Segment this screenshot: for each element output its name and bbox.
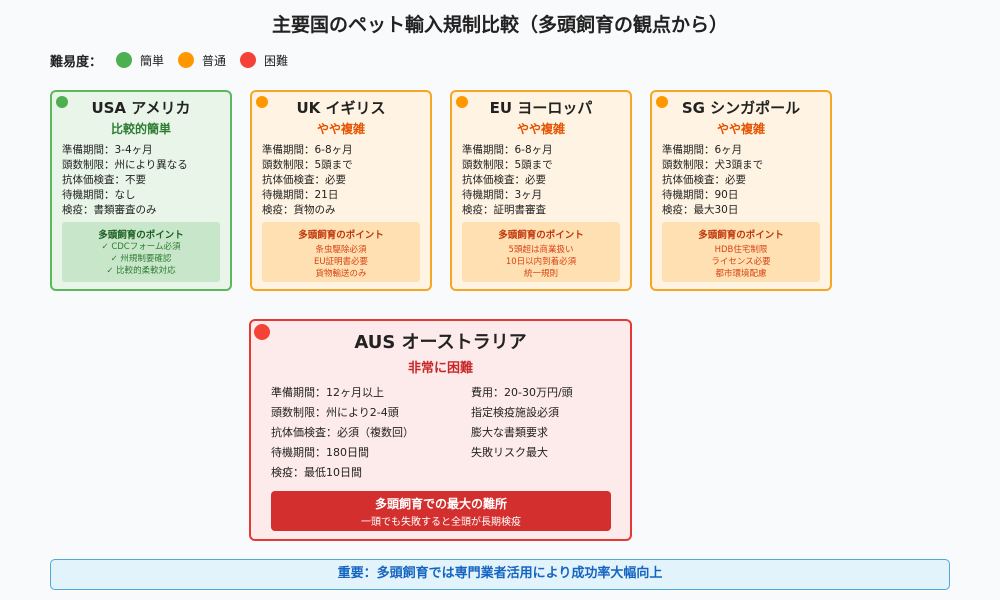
legend-item-label: 困難 — [264, 53, 289, 68]
card-row: 検疫：最低10日間 — [271, 466, 362, 479]
legend: 難易度： 簡単 普通 困難 — [50, 50, 302, 70]
card-row: 頭数制限：5頭まで — [462, 159, 553, 171]
legend-dot-green-icon — [116, 52, 133, 68]
point-item: ✓ 州規制要確認 — [110, 254, 172, 264]
card-row: 検疫：書類審査のみ — [62, 204, 157, 216]
point-item: 10日以内到着必須 — [505, 257, 577, 267]
card-difficulty: やや複雑 — [516, 122, 565, 136]
card-title: USA アメリカ — [91, 99, 191, 117]
legend-item-hard: 困難 — [240, 52, 288, 69]
card-row: 膨大な書類要求 — [471, 426, 548, 439]
card-row: 待機期間：3ヶ月 — [462, 189, 543, 201]
difficulty-dot-icon — [656, 96, 668, 108]
points-title: 多頭飼育のポイント — [698, 230, 784, 241]
point-item: 条虫駆除必須 — [315, 245, 367, 255]
card-difficulty: やや複雑 — [316, 122, 365, 136]
point-item: ✓ 比較的柔軟対応 — [106, 266, 176, 276]
card-row: 頭数制限：州により異なる — [62, 159, 188, 171]
points-title: 多頭飼育のポイント — [98, 230, 184, 241]
warning-text: 一頭でも失敗すると全頭が長期検疫 — [361, 517, 521, 528]
legend-item-easy: 簡単 — [116, 52, 164, 69]
card-eu: EU ヨーロッパ やや複雑 準備期間：6-8ヶ月 頭数制限：5頭まで 抗体価検査… — [450, 90, 632, 291]
point-item: 5頭超は商業扱い — [508, 245, 574, 255]
legend-item-label: 普通 — [202, 53, 227, 68]
card-row: 抗体価検査：必要 — [662, 174, 746, 186]
warning-box: 多頭飼育での最大の難所 一頭でも失敗すると全頭が長期検疫 — [271, 491, 611, 531]
point-item: 都市環境配慮 — [715, 269, 767, 279]
point-item: HDB住宅制限 — [714, 245, 768, 255]
points-box: 多頭飼育のポイント HDB住宅制限 ライセンス必要 都市環境配慮 — [662, 222, 820, 282]
card-title: AUS オーストラリア — [354, 332, 527, 353]
card-row: 検疫：証明書審査 — [462, 204, 546, 216]
difficulty-dot-icon — [56, 96, 68, 108]
points-title: 多頭飼育のポイント — [498, 230, 584, 241]
point-item: ✓ CDCフォーム必須 — [101, 242, 181, 252]
card-difficulty: 比較的簡単 — [110, 122, 171, 136]
card-row: 抗体価検査：不要 — [62, 174, 146, 186]
warning-title: 多頭飼育での最大の難所 — [374, 497, 507, 511]
chart-title: 主要国のペット輸入規制比較（多頭飼育の観点から） — [271, 14, 728, 36]
card-row: 検疫：最大30日 — [662, 204, 739, 216]
legend-label: 難易度： — [50, 54, 103, 70]
card-row: 準備期間：6ヶ月 — [662, 144, 743, 156]
card-row: 待機期間：なし — [62, 189, 136, 201]
card-row: 準備期間：6-8ヶ月 — [462, 144, 553, 156]
card-usa: USA アメリカ 比較的簡単 準備期間：3-4ヶ月 頭数制限：州により異なる 抗… — [50, 90, 232, 291]
points-box: 多頭飼育のポイント 条虫駆除必須 EU証明書必要 貨物輸送のみ — [262, 222, 420, 282]
card-row: 頭数制限：5頭まで — [262, 159, 353, 171]
card-row: 指定検疫施設必須 — [471, 406, 559, 419]
difficulty-dot-icon — [256, 96, 268, 108]
point-item: ライセンス必要 — [711, 257, 771, 267]
point-item: 統一規則 — [523, 269, 558, 279]
card-row: 抗体価検査：必須（複数回） — [271, 426, 414, 439]
important-banner: 重要：多頭飼育では専門業者活用により成功率大幅向上 — [50, 559, 950, 590]
legend-dot-orange-icon — [178, 52, 195, 68]
card-title: EU ヨーロッパ — [489, 99, 593, 117]
points-box: 多頭飼育のポイント 5頭超は商業扱い 10日以内到着必須 統一規則 — [462, 222, 620, 282]
card-row: 頭数制限：州により2-4頭 — [271, 406, 399, 419]
card-row: 抗体価検査：必要 — [462, 174, 546, 186]
difficulty-dot-icon — [254, 324, 270, 340]
card-title: UK イギリス — [296, 99, 386, 117]
legend-item-label: 簡単 — [140, 53, 165, 68]
point-item: 貨物輸送のみ — [315, 269, 367, 279]
legend-dot-red-icon — [240, 52, 257, 68]
card-row: 失敗リスク最大 — [471, 446, 548, 459]
card-row: 待機期間：21日 — [262, 189, 339, 201]
difficulty-dot-icon — [456, 96, 468, 108]
card-difficulty: やや複雑 — [716, 122, 765, 136]
points-title: 多頭飼育のポイント — [298, 230, 384, 241]
legend-item-normal: 普通 — [178, 52, 226, 69]
card-row: 頭数制限：犬3頭まで — [662, 159, 764, 171]
card-sg: SG シンガポール やや複雑 準備期間：6ヶ月 頭数制限：犬3頭まで 抗体価検査… — [650, 90, 832, 291]
card-row: 検疫：貨物のみ — [262, 204, 336, 216]
card-row: 待機期間：180日間 — [271, 446, 369, 459]
card-row: 準備期間：12ヶ月以上 — [271, 386, 384, 399]
points-box: 多頭飼育のポイント ✓ CDCフォーム必須 ✓ 州規制要確認 ✓ 比較的柔軟対応 — [62, 222, 220, 282]
card-row: 費用：20-30万円/頭 — [471, 386, 573, 399]
card-row: 抗体価検査：必要 — [262, 174, 346, 186]
card-row: 準備期間：3-4ヶ月 — [62, 144, 153, 156]
card-aus: AUS オーストラリア 非常に困難 準備期間：12ヶ月以上 頭数制限：州により2… — [249, 319, 632, 541]
card-row: 準備期間：6-8ヶ月 — [262, 144, 353, 156]
card-row: 待機期間：90日 — [662, 189, 739, 201]
card-uk: UK イギリス やや複雑 準備期間：6-8ヶ月 頭数制限：5頭まで 抗体価検査：… — [250, 90, 432, 291]
card-difficulty: 非常に困難 — [407, 361, 473, 376]
point-item: EU証明書必要 — [313, 257, 369, 267]
card-title: SG シンガポール — [681, 99, 801, 117]
